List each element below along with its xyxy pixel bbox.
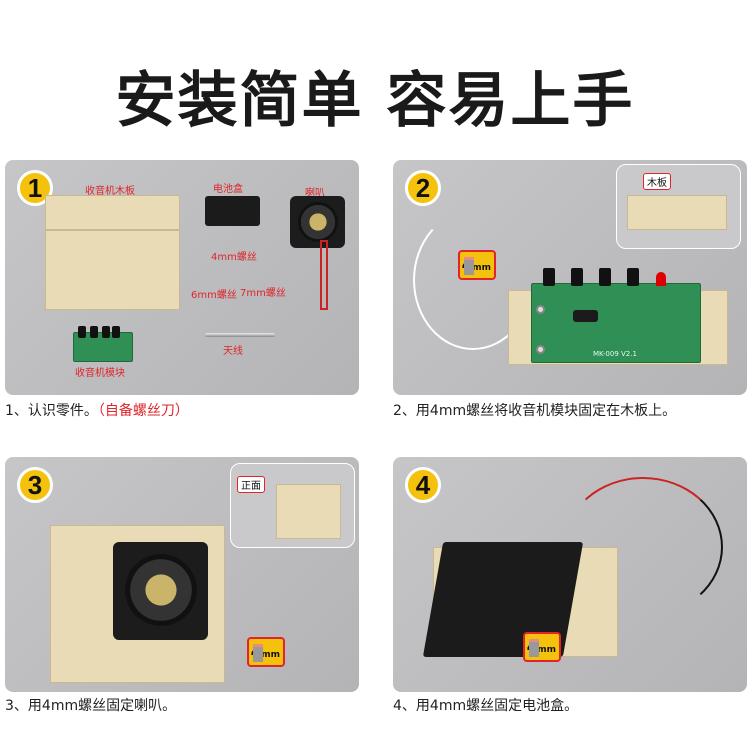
screw-hole: [536, 305, 545, 314]
label-screw-4mm: 4mm螺丝: [211, 252, 257, 263]
step-2-panel: 2 木板 4mm MK-009 V2.1: [393, 160, 747, 395]
inset-tag: 木板: [643, 173, 671, 190]
button: [627, 268, 639, 286]
button: [112, 326, 120, 338]
antenna-wire: [413, 210, 533, 350]
wood-front-panel: [276, 484, 341, 539]
step-3-caption: 3、用4mm螺丝固定喇叭。: [5, 698, 177, 714]
caption-note: （自备螺丝刀）: [97, 403, 189, 419]
led: [656, 272, 666, 286]
button: [571, 268, 583, 286]
step-1-caption: 1、认识零件。（自备螺丝刀）: [5, 400, 189, 420]
label-screw-6mm: 6mm螺丝: [191, 290, 237, 301]
step-3-panel: 3 正面 4mm: [5, 457, 359, 692]
antenna: [205, 333, 275, 337]
button: [90, 326, 98, 338]
screw-size: 4: [250, 643, 262, 661]
step-number-badge: 4: [405, 467, 441, 503]
screw-size: 4: [526, 638, 538, 656]
step-1-panel: 1 收音机木板 电池盒 喇叭 4mm螺丝 6mm螺丝 7mm螺丝 天线 收音机模…: [5, 160, 359, 395]
battery-wire: [563, 477, 723, 617]
button: [543, 268, 555, 286]
radio-module: [531, 283, 701, 363]
label-radio-module: 收音机模块: [75, 368, 125, 379]
screw-unit: mm: [537, 645, 556, 655]
label-screw-7mm: 7mm螺丝: [240, 288, 286, 299]
step-4-panel: 4 4mm: [393, 457, 747, 692]
inset-tag: 正面: [237, 476, 265, 493]
button: [599, 268, 611, 286]
screw-unit: mm: [472, 263, 491, 273]
step-4-caption: 4、用4mm螺丝固定电池盒。: [393, 698, 579, 714]
chip: [573, 310, 598, 322]
screw-unit: mm: [261, 650, 280, 660]
inset-front: 正面: [230, 463, 355, 548]
inset-wood-board: 木板: [616, 164, 741, 249]
wood-board: [627, 195, 727, 230]
caption-text: 1、认识零件。: [5, 403, 98, 419]
screw-size: 4: [461, 256, 473, 274]
page-title: 安装简单 容易上手: [115, 66, 635, 136]
step-number-badge: 1: [17, 170, 53, 206]
step-number-badge: 2: [405, 170, 441, 206]
screw-4mm-icon: 4mm: [523, 632, 561, 662]
speaker: [113, 542, 208, 640]
step-2-caption: 2、用4mm螺丝将收音机模块固定在木板上。: [393, 403, 677, 419]
screw-4mm-icon: 4mm: [458, 250, 496, 280]
battery-box: [205, 196, 260, 226]
button: [102, 326, 110, 338]
step-number-badge: 3: [17, 467, 53, 503]
label-speaker: 喇叭: [305, 188, 325, 199]
speaker: [290, 196, 345, 248]
button: [78, 326, 86, 338]
pcb-text: MK-009 V2.1: [593, 350, 637, 358]
screw-4mm-icon: 4mm: [247, 637, 285, 667]
label-antenna: 天线: [223, 346, 243, 357]
label-battery-box: 电池盒: [213, 184, 243, 195]
screw-hole: [536, 345, 545, 354]
wood-board-top: [45, 195, 180, 230]
speaker-wire: [320, 240, 328, 310]
label-wood-board: 收音机木板: [85, 186, 135, 197]
wood-board-bottom: [45, 230, 180, 310]
